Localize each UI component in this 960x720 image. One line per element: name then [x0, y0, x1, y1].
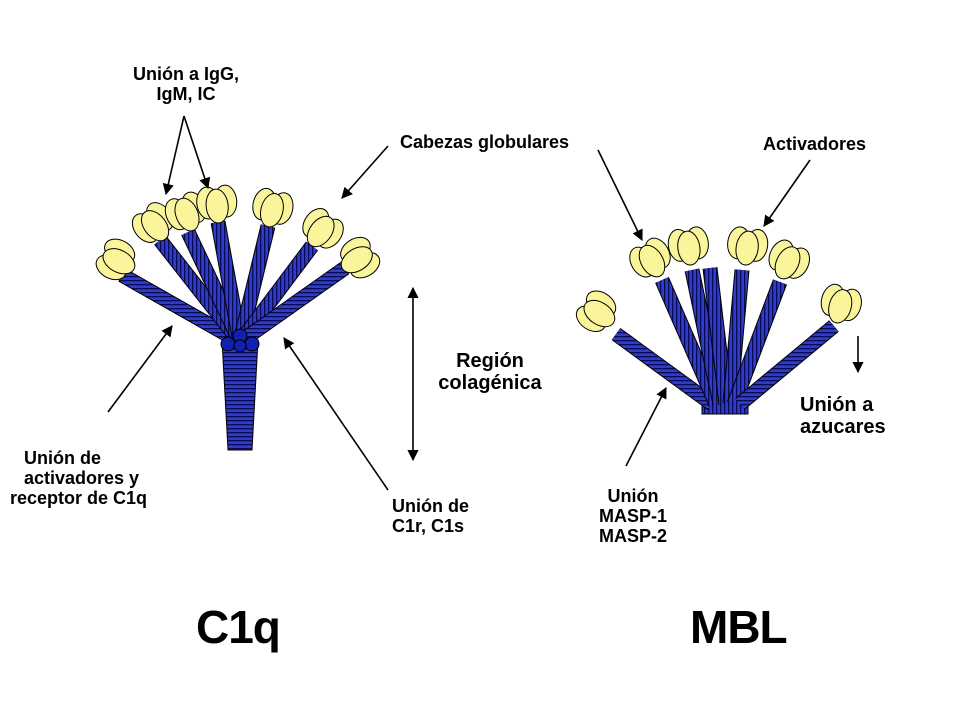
c1q-stem	[221, 339, 259, 451]
mbl-stalks	[611, 267, 839, 415]
label-globular-heads: Cabezas globulares	[400, 132, 570, 152]
label-line: IgM, IC	[156, 84, 216, 105]
arrow-c1r-c1s	[283, 337, 389, 491]
globular-head	[575, 290, 617, 333]
label-line: azucares	[800, 416, 886, 439]
globular-head	[727, 226, 769, 266]
label-line: receptor de C1q	[10, 488, 148, 509]
annotation-arrows	[107, 115, 864, 491]
arrow-globular-c1q	[341, 145, 389, 199]
globular-head	[302, 208, 344, 249]
c1q-hub	[220, 328, 260, 353]
label-line: Unión de	[24, 448, 101, 468]
globular-head	[820, 283, 862, 324]
label-masp: Unión MASP-1 MASP-2	[578, 486, 688, 546]
c1q-globular-heads	[95, 184, 381, 281]
label-activators: Activadores	[763, 134, 867, 154]
globular-head	[252, 187, 294, 228]
globular-head	[340, 236, 381, 279]
label-line: activadores y	[24, 468, 140, 489]
globular-head	[629, 237, 671, 278]
label-sugars: Unión a azucares	[800, 394, 886, 439]
arrow-activator-receptor	[107, 325, 173, 413]
label-line: Unión a IgG,	[133, 64, 239, 84]
label-collagen-region: Región colagénica	[430, 350, 550, 395]
arrow-activators	[763, 159, 811, 227]
globular-head	[95, 238, 136, 281]
label-line: colagénica	[438, 372, 542, 395]
title-c1q: C1q	[196, 601, 281, 653]
label-line: C1r, C1s	[392, 516, 465, 537]
label-line: Región	[456, 350, 524, 372]
arrow-globular-mbl	[597, 149, 643, 242]
globular-head	[768, 239, 810, 280]
mbl-molecule	[575, 226, 862, 415]
globular-head	[196, 184, 238, 224]
title-mbl: MBL	[690, 601, 788, 653]
label-activator-receptor: Unión de activadores y receptor de C1q	[10, 448, 147, 508]
label-c1q-binding: Unión a IgG, IgM, IC	[112, 64, 260, 104]
label-line: Unión a	[800, 394, 874, 416]
label-line: Unión de	[392, 496, 469, 516]
mbl-globular-heads	[575, 226, 862, 333]
label-line: MASP-1	[598, 506, 667, 527]
c1q-molecule	[95, 184, 381, 451]
label-line: MASP-2	[598, 526, 667, 547]
globular-head	[667, 226, 709, 266]
globular-head	[131, 202, 174, 243]
label-line: Unión	[607, 486, 659, 506]
arrow-igg-right	[183, 115, 211, 190]
arrow-masp	[625, 387, 667, 467]
label-c1r-c1s: Unión de C1r, C1s	[392, 496, 469, 536]
arrow-igg-left	[162, 115, 185, 196]
c1q-stalks	[118, 220, 350, 451]
